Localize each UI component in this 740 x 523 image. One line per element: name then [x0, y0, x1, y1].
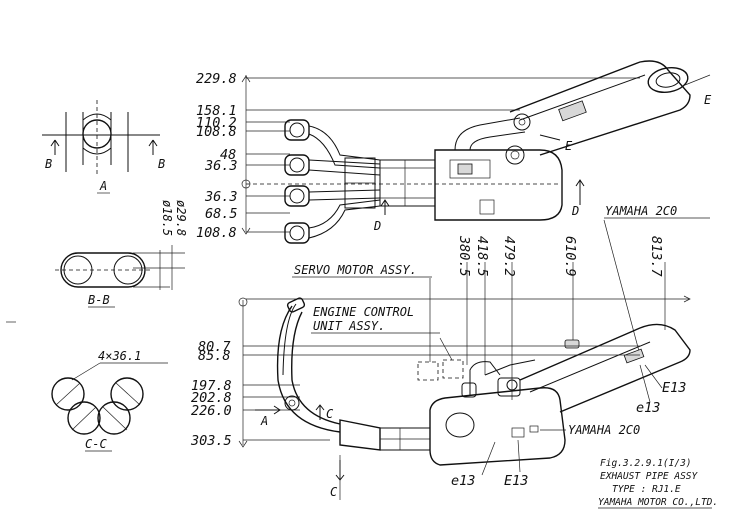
view-a-label: A	[99, 179, 107, 193]
dim-610-9: 610.9	[562, 236, 578, 277]
e13-small-upper-label: e13	[636, 400, 660, 416]
view-bb: B-B	[55, 252, 150, 308]
view-a: B B A	[42, 100, 165, 194]
circle-count-dim: 4×36.1	[98, 349, 141, 363]
mid-dim-lines	[246, 262, 691, 400]
dim-80-7: 80.7	[198, 339, 231, 355]
top-view-exhaust	[284, 60, 711, 244]
side-marker-c-lower: C	[330, 485, 338, 499]
section-b-marker-right: B	[158, 157, 165, 171]
view-cc-label: C-C	[85, 437, 107, 451]
mid-dims: 380.5 418.5 479.2 610.9 813.7	[456, 235, 664, 277]
dim-197-8: 197.8	[191, 378, 232, 394]
dim-813-7: 813.7	[648, 236, 664, 277]
dim-202-8: 202.8	[191, 390, 232, 406]
dim-108-8-top: 108.8	[196, 124, 237, 140]
dim-303-5: 303.5	[190, 433, 232, 449]
callouts: SERVO MOTOR ASSY. ENGINE CONTROL UNIT AS…	[292, 263, 686, 489]
e13-left-label: e13	[451, 473, 475, 489]
top-marker-d-left: D	[373, 219, 381, 233]
header-flanges	[284, 119, 310, 244]
dim-85-8: 85.8	[198, 348, 231, 364]
section-b-marker-left: B	[45, 157, 52, 171]
left-dims: 80.7 85.8 197.8 202.8 226.0 303.5	[190, 339, 232, 449]
yamaha-marking-lower: YAMAHA 2C0	[568, 423, 640, 437]
top-dim-lines	[241, 75, 640, 235]
top-dims: 229.8 158.1 110.2 108.8 48 36.3 36.3 68.…	[196, 71, 238, 241]
dim-479-2: 479.2	[501, 236, 517, 277]
dim-36-3-upper: 36.3	[204, 158, 238, 174]
view-bb-label: B-B	[88, 293, 110, 307]
side-marker-c-upper: C	[326, 407, 334, 421]
diameter-dims: ø29.8 ø18.5	[133, 200, 188, 290]
dim-68-5: 68.5	[205, 206, 238, 222]
side-marker-a: A	[260, 414, 268, 428]
drawing-name: EXHAUST PIPE ASSY	[600, 471, 699, 482]
diameter-29-8: ø29.8	[174, 200, 188, 236]
side-view-exhaust	[255, 278, 691, 500]
e13-upper-label: E13	[662, 380, 686, 396]
dim-36-3-lower: 36.3	[204, 189, 238, 205]
title-block: Fig.3.2.9.1(I/3) EXHAUST PIPE ASSY TYPE …	[598, 458, 718, 509]
dim-48: 48	[220, 147, 236, 163]
dim-380-5: 380.5	[456, 235, 472, 277]
dim-108-8-bottom: 108.8	[196, 225, 237, 241]
ecu-label-line1: ENGINE CONTROL	[313, 305, 414, 319]
dim-226-0: 226.0	[191, 403, 232, 419]
dim-229-8: 229.8	[196, 71, 237, 87]
view-cc: 4×36.1 C-C	[51, 349, 168, 452]
top-marker-e-right: E	[704, 93, 712, 107]
yamaha-marking-upper: YAMAHA 2C0	[605, 204, 677, 218]
ecu-label-line2: UNIT ASSY.	[313, 319, 385, 333]
dim-158-1: 158.1	[196, 103, 237, 119]
e13-right-label: E13	[504, 473, 528, 489]
manufacturer: YAMAHA MOTOR CO.,LTD.	[598, 497, 718, 508]
diameter-18-5: ø18.5	[160, 200, 174, 236]
servo-motor-label: SERVO MOTOR ASSY.	[294, 263, 417, 277]
top-marker-d-right: D	[571, 204, 579, 218]
dim-110-2: 110.2	[196, 115, 237, 131]
dim-418-5: 418.5	[474, 236, 490, 277]
figure-number: Fig.3.2.9.1(I/3)	[600, 458, 692, 469]
top-marker-e-left: E	[565, 139, 573, 153]
drawing-type: TYPE : RJ1.E	[612, 484, 681, 495]
